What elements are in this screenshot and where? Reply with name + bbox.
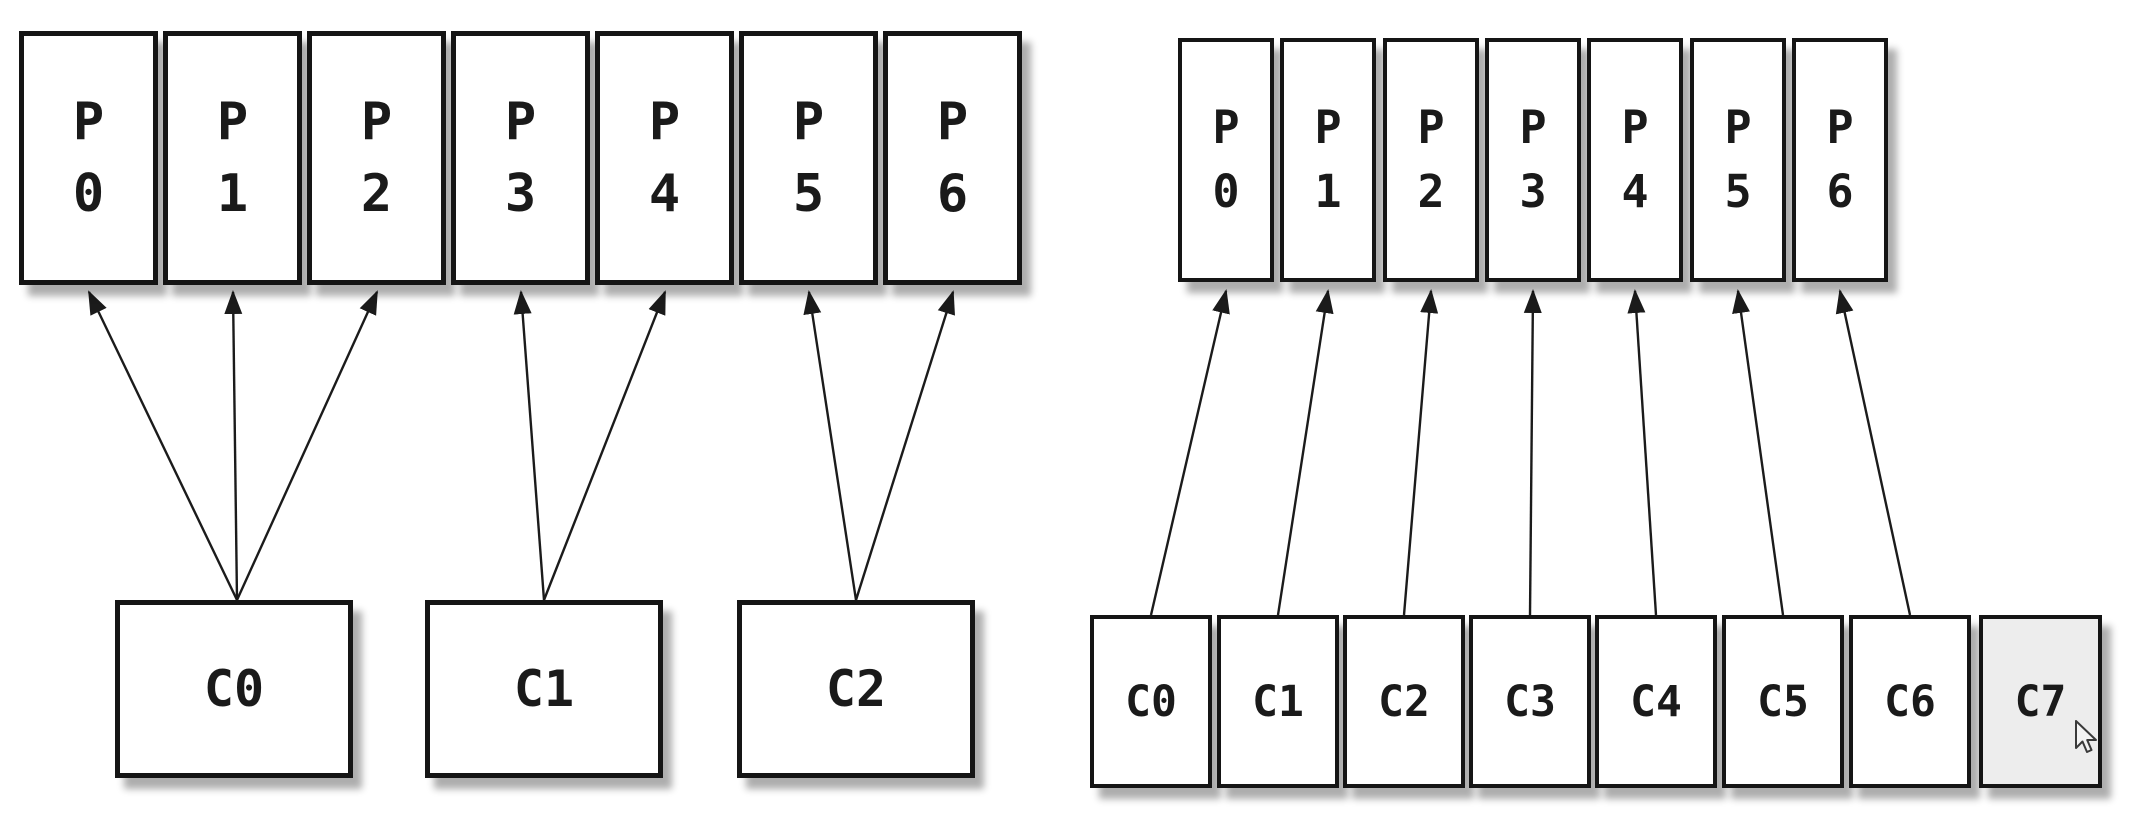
right-partition-box-p3: P 3 [1485,38,1581,282]
arrow-left-c0-p2 [235,290,379,601]
partition-letter: P [1519,101,1547,154]
partition-letter: P [504,92,537,152]
arrow-left-c0-p0 [87,290,239,601]
arrow-right-c3-p3 [1523,289,1542,616]
arrow-left-c0-p1 [224,290,243,601]
arrow-left-c2-p5 [803,290,858,601]
arrow-left-c1-p4 [542,290,667,601]
partition-letter: P [360,92,393,152]
partition-number: 6 [936,164,969,224]
partition-letter: P [1826,101,1854,154]
partition-letter: P [936,92,969,152]
right-partition-box-p5: P 5 [1690,38,1786,282]
right-consumer-box-c2: C2 [1343,615,1465,788]
consumer-label: C3 [1504,676,1556,727]
consumer-label: C1 [1252,676,1304,727]
left-consumer-box-c0: C0 [115,600,353,778]
right-consumer-box-c3: C3 [1469,615,1591,788]
arrow-left-c1-p3 [513,290,546,601]
right-partition-box-p1: P 1 [1280,38,1376,282]
partition-number: 4 [1621,165,1649,218]
consumer-label: C1 [513,660,575,718]
consumer-label: C5 [1757,676,1809,727]
partition-letter: P [72,92,105,152]
arrow-right-c4-p4 [1627,289,1658,616]
partition-number: 4 [648,164,681,224]
consumer-label: C0 [1125,676,1177,727]
left-partition-box-p3: P 3 [451,31,590,285]
right-partition-box-p4: P 4 [1587,38,1683,282]
partition-letter: P [1621,101,1649,154]
partition-letter: P [648,92,681,152]
arrow-right-c5-p5 [1732,289,1785,616]
partition-letter: P [1724,101,1752,154]
consumer-label: C4 [1630,676,1682,727]
left-consumer-box-c1: C1 [425,600,663,778]
right-consumer-box-c1: C1 [1217,615,1339,788]
right-consumer-box-c6: C6 [1849,615,1971,788]
right-consumer-box-c0: C0 [1090,615,1212,788]
right-partition-box-p2: P 2 [1383,38,1479,282]
left-partition-box-p4: P 4 [595,31,734,285]
partition-number: 2 [360,164,393,224]
right-consumer-box-c5: C5 [1722,615,1844,788]
partition-letter: P [1314,101,1342,154]
arrow-right-c0-p0 [1149,289,1230,616]
partition-number: 0 [1212,165,1240,218]
consumer-label: C0 [203,660,265,718]
partition-letter: P [216,92,249,152]
consumer-label: C7 [2014,676,2067,727]
partition-number: 0 [72,164,105,224]
left-partition-box-p5: P 5 [739,31,878,285]
arrow-right-c2-p2 [1402,289,1439,616]
left-partition-box-p1: P 1 [163,31,302,285]
partition-number: 5 [792,164,825,224]
consumer-label: C2 [825,660,887,718]
right-consumer-box-c4: C4 [1595,615,1717,788]
right-partition-box-p0: P 0 [1178,38,1274,282]
partition-number: 1 [1314,165,1342,218]
right-consumer-box-c7-idle: C7 [1979,615,2102,788]
arrow-left-c2-p6 [854,290,955,601]
mouse-arrow-cursor [2075,720,2097,753]
left-partition-box-p0: P 0 [19,31,158,285]
partition-number: 6 [1826,165,1854,218]
partition-letter: P [1417,101,1445,154]
partition-letter: P [792,92,825,152]
left-partition-box-p6: P 6 [883,31,1022,285]
partition-number: 2 [1417,165,1445,218]
consumer-label: C6 [1884,676,1936,727]
partition-number: 3 [504,164,537,224]
partition-number: 3 [1519,165,1547,218]
partition-letter: P [1212,101,1240,154]
partition-number: 5 [1724,165,1752,218]
left-consumer-box-c2: C2 [737,600,975,778]
right-partition-box-p6: P 6 [1792,38,1888,282]
consumer-label: C2 [1378,676,1430,727]
partition-number: 1 [216,164,249,224]
left-partition-box-p2: P 2 [307,31,446,285]
arrow-right-c1-p1 [1276,289,1334,616]
arrow-right-c6-p6 [1835,289,1912,616]
